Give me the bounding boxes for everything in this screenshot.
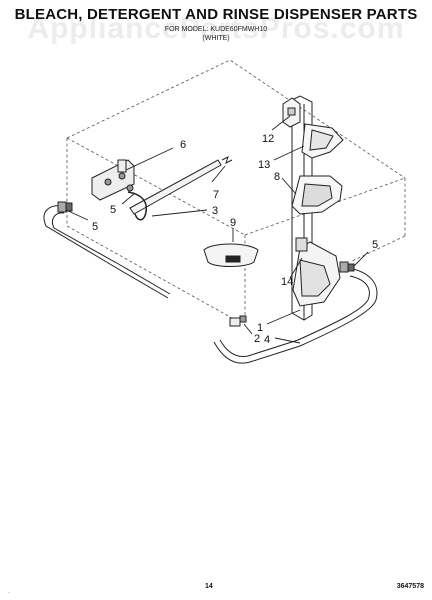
callout-6: 6 bbox=[180, 139, 186, 151]
dispenser-column bbox=[282, 95, 344, 321]
callout-14: 14 bbox=[281, 276, 293, 288]
callout-3: 3 bbox=[212, 205, 218, 217]
page-number: 14 bbox=[205, 583, 213, 590]
callout-8: 8 bbox=[274, 171, 280, 183]
lower-hose bbox=[213, 261, 378, 364]
left-hose bbox=[43, 201, 171, 299]
callout-12: 12 bbox=[262, 133, 274, 145]
tub-outline bbox=[66, 59, 406, 319]
dispenser-clip-assembly bbox=[91, 159, 135, 201]
callout-5-left-clip: 5 bbox=[110, 204, 116, 216]
callout-1: 1 bbox=[257, 322, 263, 334]
callouts: 6 7 3 9 5 5 12 13 8 14 5 1 2 4 bbox=[92, 133, 378, 346]
dispenser-cover bbox=[203, 243, 259, 267]
callout-9: 9 bbox=[230, 217, 236, 229]
color-line: (WHITE) bbox=[202, 35, 230, 42]
callout-2: 2 bbox=[254, 333, 260, 345]
leader-lines bbox=[65, 115, 369, 344]
corner-mark: · bbox=[8, 590, 10, 596]
spring-clip bbox=[221, 156, 233, 164]
actuator-rod bbox=[127, 159, 222, 221]
document-code: 3647578 bbox=[396, 583, 424, 590]
hose-clip bbox=[229, 315, 247, 327]
callout-5-left-hose: 5 bbox=[92, 221, 98, 233]
callout-13: 13 bbox=[258, 159, 270, 171]
model-line: FOR MODEL: KUDE60FMWH10 bbox=[164, 26, 268, 33]
callout-7: 7 bbox=[213, 189, 219, 201]
callout-4: 4 bbox=[264, 334, 270, 346]
page-title: BLEACH, DETERGENT AND RINSE DISPENSER PA… bbox=[14, 6, 418, 23]
callout-5-right: 5 bbox=[372, 239, 378, 251]
